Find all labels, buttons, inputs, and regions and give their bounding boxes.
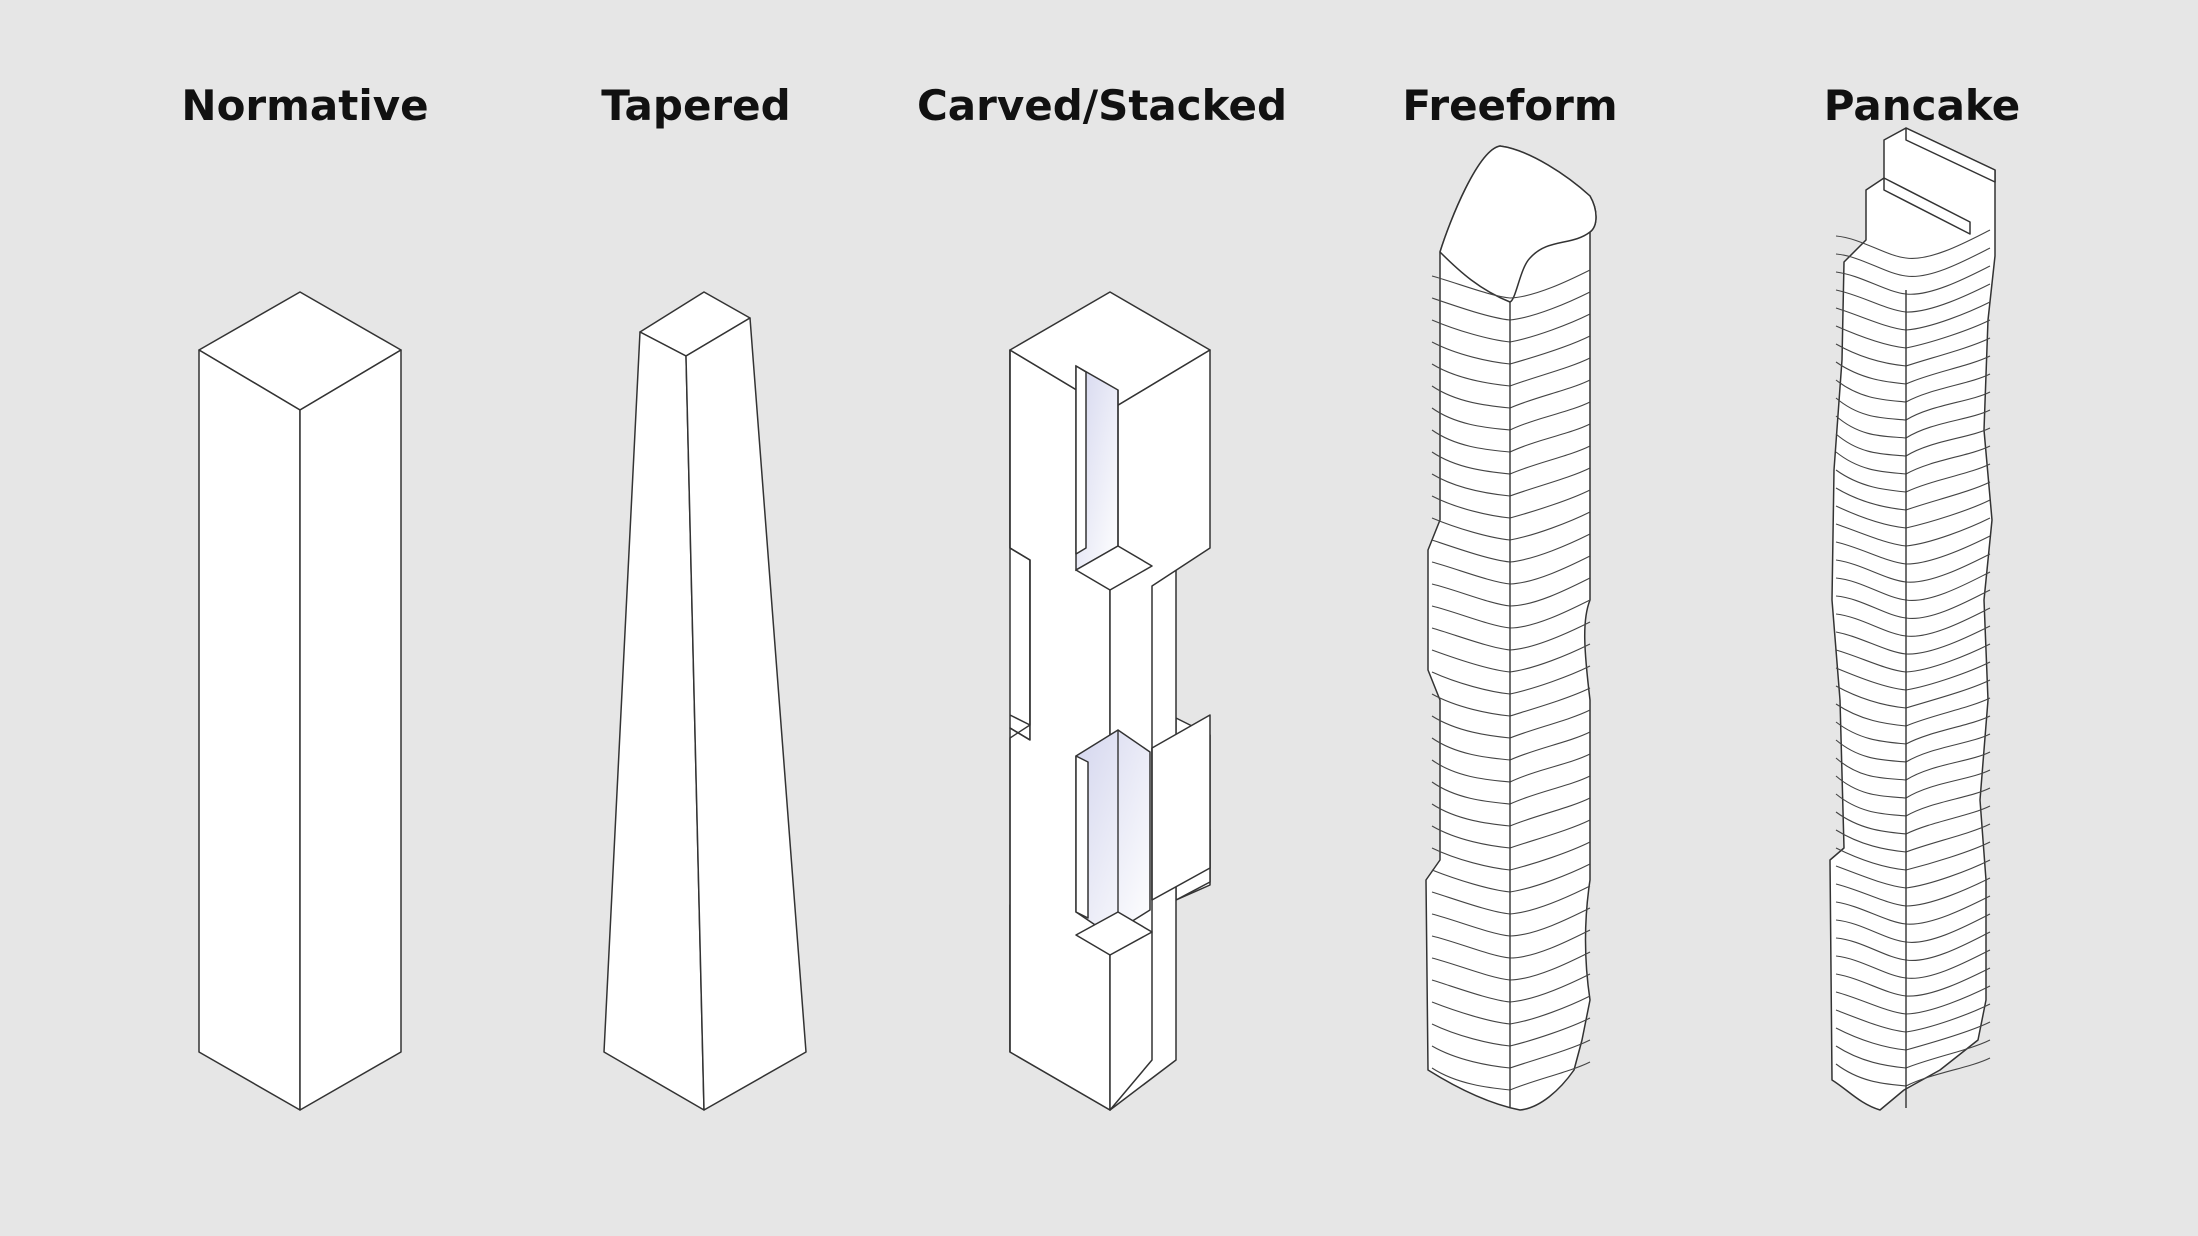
label-tapered: Tapered	[601, 81, 791, 130]
label-freeform: Freeform	[1402, 81, 1618, 130]
normative-tower	[198, 291, 402, 1111]
label-normative: Normative	[181, 81, 429, 130]
carved-stacked-tower	[1009, 291, 1211, 1111]
floor-line	[1431, 269, 1591, 299]
freeform-tower	[1425, 145, 1597, 1111]
floor-line	[1835, 229, 1991, 259]
pancake-tower	[1829, 127, 1996, 1111]
label-pancake: Pancake	[1823, 81, 2021, 130]
label-carved-stacked: Carved/Stacked	[916, 81, 1288, 130]
tapered-tower	[603, 291, 807, 1111]
floor-line	[1835, 247, 1991, 277]
